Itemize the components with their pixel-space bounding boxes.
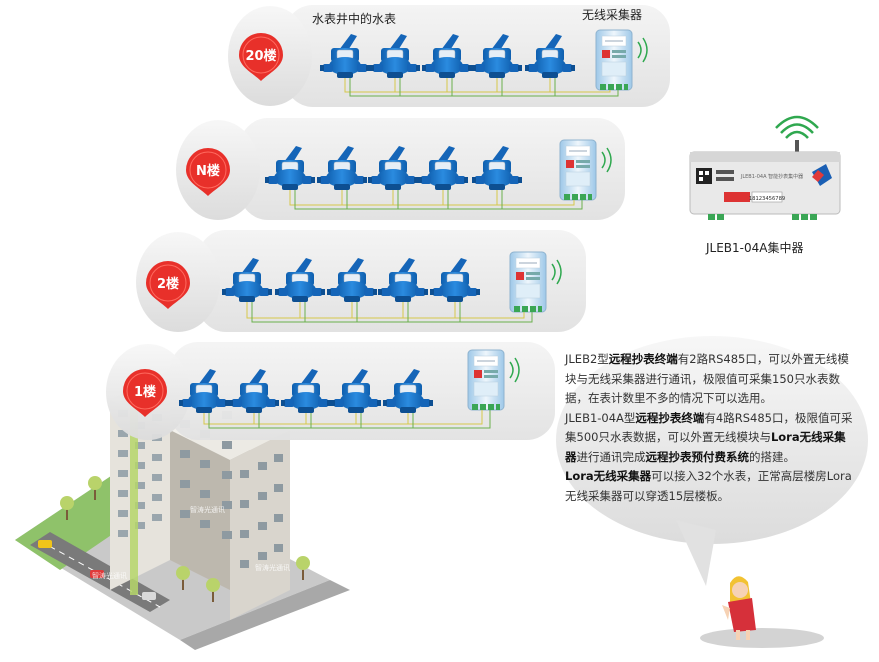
concentrator-screen: 18123456789	[749, 196, 785, 202]
meters-in-well-label: 水表井中的水表	[312, 12, 397, 26]
description-paragraph-3: Lora无线采集器可以接入32个水表，正常高层楼房Lora无线采集器可以穿透15…	[565, 469, 852, 503]
floor-label-n: N楼	[196, 163, 220, 179]
description-paragraph-2: JLEB1-04A型远程抄表终端有4路RS485口，极限值可采集500只水表数据…	[565, 410, 853, 464]
wireless-collector-label: 无线采集器	[582, 8, 643, 22]
presenter-figure	[700, 576, 824, 648]
description-paragraph-1: JLEB2型远程抄表终端有2路RS485口，可以外置无线模块与无线采集器进行通讯…	[565, 352, 849, 405]
watermark: 智涛光通讯	[255, 563, 290, 572]
floor-1-panel	[106, 342, 555, 440]
concentrator-label: JLEB1-04A集中器	[706, 241, 804, 255]
description-text: JLEB2型远程抄表终端有2路RS485口，可以外置无线模块与无线采集器进行通讯…	[565, 350, 855, 542]
qr-code-icon	[696, 168, 712, 184]
floor-label-20: 20楼	[245, 48, 276, 64]
concentrator-device-text: JLEB1-04A 智能抄表集中器	[740, 173, 803, 180]
floor-n-panel	[176, 118, 625, 220]
floor-label-1: 1楼	[134, 384, 156, 400]
floor-20-panel	[228, 5, 670, 107]
floor-label-2: 2楼	[157, 276, 179, 292]
description-callout	[556, 336, 868, 586]
watermark: 智涛光通讯	[92, 571, 127, 580]
watermark: 智涛光通讯	[190, 505, 225, 514]
concentrator-device: 18123456789 JLEB1-04A 智能抄表集中器	[689, 115, 841, 220]
floor-2-panel	[136, 230, 586, 332]
